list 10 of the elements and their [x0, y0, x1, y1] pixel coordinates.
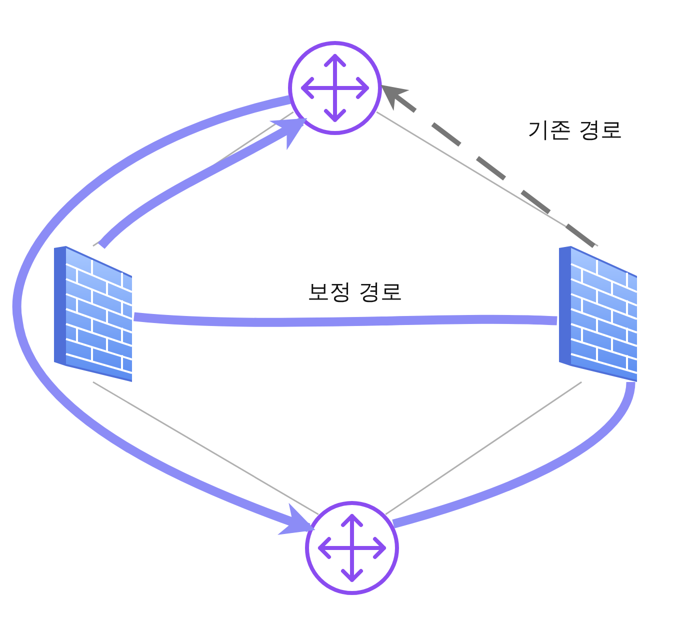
- link-line: [92, 381, 319, 516]
- firewall-icon: [52, 246, 134, 382]
- firewall-icon: [557, 246, 639, 382]
- dashed-arrow: [380, 84, 596, 248]
- route-arrow: [12, 95, 316, 535]
- router-icon: [287, 40, 383, 136]
- link-line: [385, 381, 582, 516]
- route-line: [134, 312, 558, 327]
- router-icon: [304, 500, 400, 596]
- route-line: [392, 381, 636, 528]
